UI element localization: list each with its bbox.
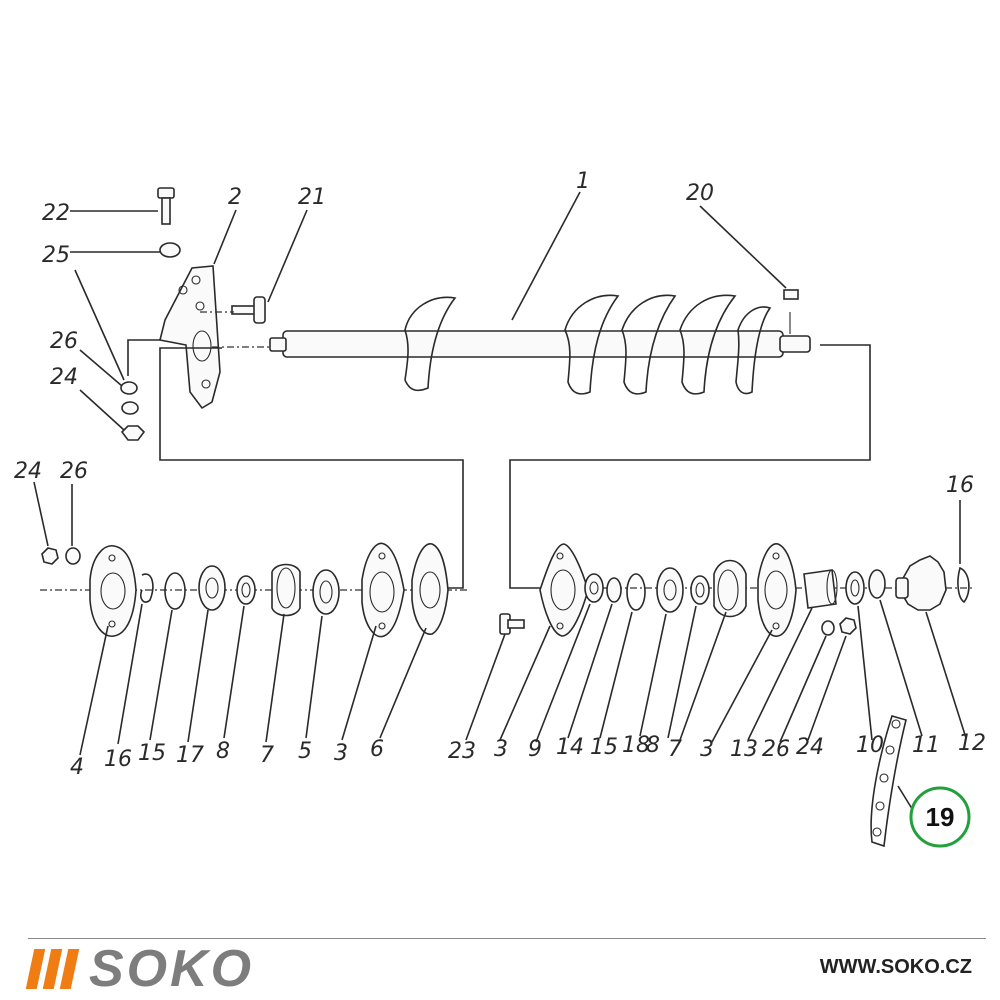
logo-brand-text: SOKO bbox=[89, 940, 255, 998]
footer-divider bbox=[28, 938, 986, 939]
label-24: 24 bbox=[50, 365, 78, 390]
label-16: 16 bbox=[104, 747, 132, 772]
left-bearing-assembly bbox=[40, 542, 470, 638]
logo-bars-icon bbox=[25, 949, 80, 989]
label-10: 10 bbox=[856, 733, 884, 758]
washer-nut-stack bbox=[120, 381, 146, 441]
label-11: 11 bbox=[912, 733, 940, 758]
label-24: 24 bbox=[14, 459, 42, 484]
bolt-21 bbox=[231, 296, 266, 324]
label-8: 8 bbox=[646, 733, 660, 758]
label-5: 5 bbox=[298, 739, 312, 764]
label-26: 26 bbox=[50, 329, 78, 354]
label-3: 3 bbox=[700, 737, 714, 762]
label-4: 4 bbox=[70, 755, 84, 780]
auger-shaft bbox=[269, 289, 811, 395]
label-7: 7 bbox=[260, 743, 274, 768]
label-16: 16 bbox=[946, 473, 974, 498]
label-2: 2 bbox=[228, 185, 242, 210]
left-leaders bbox=[33, 481, 427, 756]
label-25: 25 bbox=[42, 243, 70, 268]
top-leaders bbox=[70, 191, 787, 431]
left-labels: 24 26 4 16 15 17 8 7 5 3 6 bbox=[14, 459, 384, 780]
label-13: 13 bbox=[730, 737, 758, 762]
label-6: 6 bbox=[370, 737, 384, 762]
label-20: 20 bbox=[686, 181, 714, 206]
label-21: 21 bbox=[298, 185, 326, 210]
top-labels: 22 2 21 1 20 25 26 24 bbox=[42, 169, 714, 390]
label-7: 7 bbox=[668, 737, 682, 762]
label-26: 26 bbox=[60, 459, 88, 484]
label-15: 15 bbox=[590, 735, 618, 760]
mounting-bracket bbox=[159, 265, 221, 410]
label-24: 24 bbox=[796, 735, 824, 760]
soko-logo[interactable]: SOKO bbox=[25, 940, 255, 998]
label-22: 22 bbox=[42, 201, 70, 226]
highlight-badge-19: 19 bbox=[909, 786, 971, 848]
website-link[interactable]: WWW.SOKO.CZ bbox=[819, 956, 972, 978]
label-17: 17 bbox=[176, 743, 204, 768]
label-12: 12 bbox=[958, 731, 986, 756]
label-19: 19 bbox=[926, 802, 955, 832]
label-26: 26 bbox=[762, 737, 790, 762]
right-labels: 16 23 3 9 14 15 18 8 7 3 13 26 24 10 11 … bbox=[448, 473, 986, 764]
label-18: 18 bbox=[622, 733, 650, 758]
label-23: 23 bbox=[448, 739, 476, 764]
label-3: 3 bbox=[334, 741, 348, 766]
label-14: 14 bbox=[556, 735, 584, 760]
washer-25 bbox=[159, 242, 181, 258]
right-leaders bbox=[465, 500, 967, 813]
label-15: 15 bbox=[138, 741, 166, 766]
label-9: 9 bbox=[528, 737, 542, 762]
label-3: 3 bbox=[494, 737, 508, 762]
assembly-connector-lines bbox=[159, 344, 871, 589]
bolt-22 bbox=[157, 187, 175, 225]
label-1: 1 bbox=[576, 169, 590, 194]
right-bearing-assembly bbox=[499, 543, 975, 848]
label-8: 8 bbox=[216, 739, 230, 764]
